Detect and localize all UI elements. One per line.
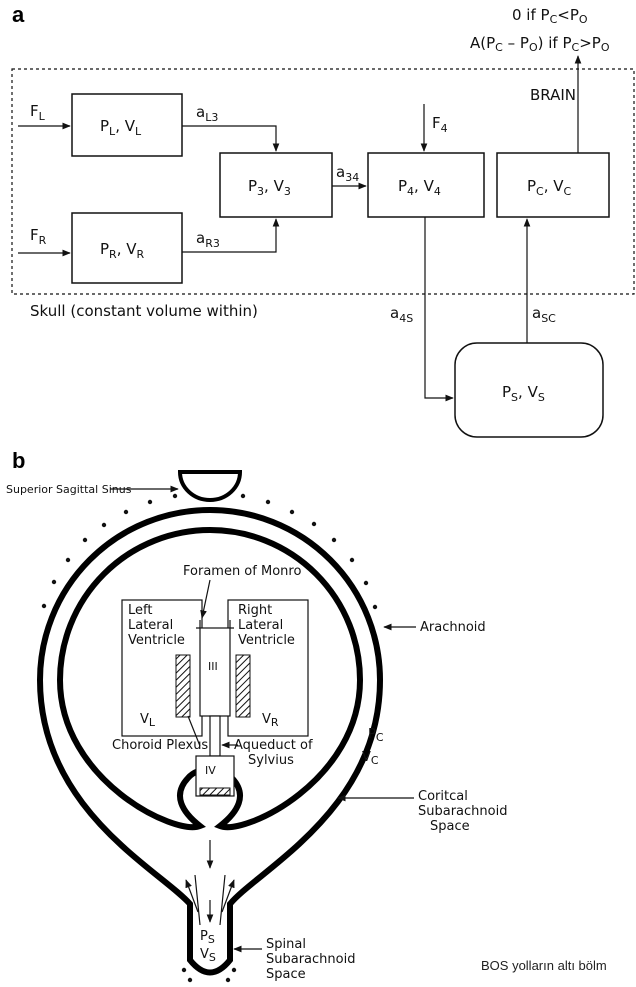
cortical-sas-line1: Coritcal [418,789,468,804]
fourth-ventricle-label: IV [205,764,216,777]
spinal-sas-line2: Subarachnoid [266,952,355,967]
cond-ar3-label: aR3 [196,229,220,250]
left-ventricle-line1: Left [128,603,152,618]
cond-a34-label: a34 [336,163,359,184]
flow-f4-label: F4 [432,114,448,135]
left-ventricle-line3: Ventricle [128,633,185,648]
cortical-sas-line3: Space [430,819,470,834]
right-ventricle-line2: Lateral [238,618,283,633]
vc-label: VC [362,750,379,767]
flow-fr-label: FR [30,226,47,247]
panel-a-label: a [12,2,25,27]
spinal-sas-line1: Spinal [266,937,306,952]
left-ventricle-line2: Lateral [128,618,173,633]
vl-label: VL [140,712,156,729]
choroid-plexus-label: Choroid Plexus [112,738,208,753]
right-ventricle-line1: Right [238,603,272,618]
foramen-of-monro-label: Foramen of Monro [183,564,301,579]
cond-a4s-label: a4S [390,304,413,325]
arachnoid-label: Arachnoid [420,620,486,635]
footer-caption: BOS yolların altı bölm [481,958,607,973]
vs-label: VS [200,947,216,964]
aqueduct-line1: Aqueduct of [234,738,313,753]
flow-fl-label: FL [30,102,46,123]
cond-asc-label: aSC [532,304,556,325]
path-4s [425,217,453,398]
choroid-plexus-left [176,655,190,717]
cond-al3-label: aL3 [196,103,218,124]
cortical-sas-line2: Subarachnoid [418,804,507,819]
choroid-plexus-right [236,655,250,717]
third-ventricle-label: III [208,660,218,673]
skull-label: Skull (constant volume within) [30,302,258,320]
aqueduct-line2: Sylvius [248,753,294,768]
spinal-sas-line3: Space [266,967,306,982]
choroid-plexus-fourth [200,788,230,795]
brain-label: BRAIN [530,86,576,104]
superior-sagittal-sinus-shape [180,472,240,500]
right-ventricle-line3: Ventricle [238,633,295,648]
aqueduct-shape [210,716,220,756]
path-l3 [182,126,276,151]
foramen-pointer [202,580,210,618]
vr-label: VR [262,712,279,729]
output-absorption-label: A(PC – PO) if PC>PO [470,34,610,54]
superior-sagittal-sinus-label: Superior Sagittal Sinus [6,483,132,496]
output-zero-label: 0 if PC<PO [512,6,588,26]
ps-label: PS [200,929,215,946]
panel-b-label: b [12,448,25,473]
